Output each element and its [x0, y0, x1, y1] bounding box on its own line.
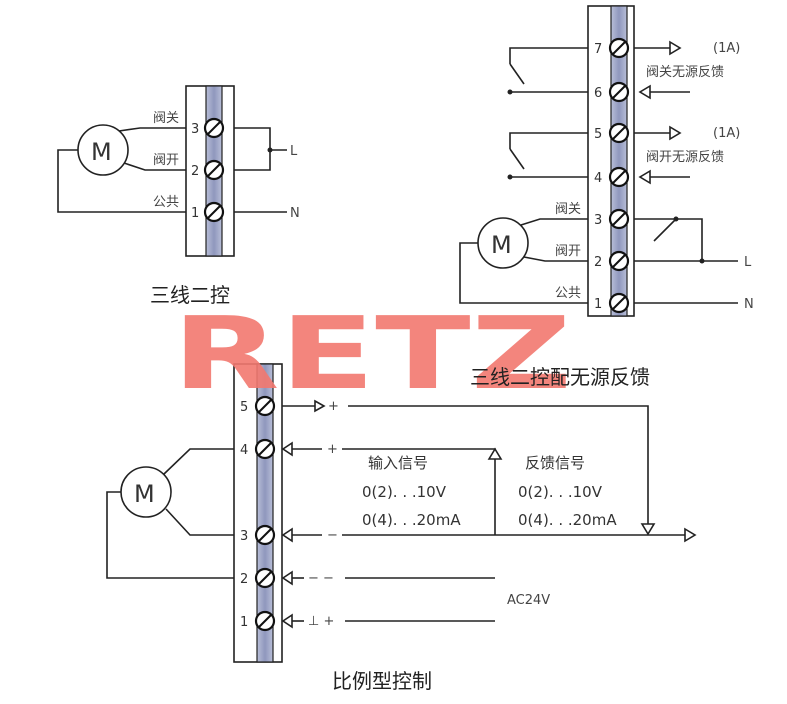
- terminal-screw-1: [203, 201, 225, 223]
- diagram-caption: 比例型控制: [332, 669, 432, 693]
- terminal-label-close: 阀关: [153, 111, 179, 126]
- terminal-num: 5: [240, 400, 248, 415]
- terminal-screw-6: [608, 81, 630, 103]
- terminal-num: 2: [594, 255, 602, 270]
- terminal-num: 4: [240, 443, 248, 458]
- terminal-sign: − −: [308, 571, 334, 586]
- terminal-screw-3: [203, 117, 225, 139]
- terminal-screw-5: [608, 122, 630, 144]
- feedback-signal-current: 0(4). . .20mA: [518, 511, 617, 529]
- terminal-sign: −: [327, 528, 338, 543]
- diagram-proportional-control: 5 4 3 2 1 M + + − − −: [106, 363, 697, 693]
- terminal-sign: ⊥ +: [308, 614, 334, 629]
- terminal-num: 1: [594, 297, 602, 312]
- terminal-num: 1: [240, 615, 248, 630]
- terminal-strip: [256, 363, 274, 663]
- terminal-num: 7: [594, 42, 602, 57]
- motor-label: M: [91, 138, 112, 166]
- input-signal-voltage: 0(2). . .10V: [362, 483, 447, 501]
- terminal-screw-3: [608, 208, 630, 230]
- diagram-three-wire-two-control: 3 2 1 阀关 阀开 公共 M L N 三线二控: [57, 85, 300, 307]
- terminal-screw-1: [608, 292, 630, 314]
- terminal-num: 3: [191, 122, 199, 137]
- terminal-num: 6: [594, 86, 602, 101]
- diagram-caption: 三线二控: [150, 283, 230, 307]
- line-label-N: N: [744, 297, 754, 312]
- terminal-screw-2: [203, 159, 225, 181]
- feedback-signal-voltage: 0(2). . .10V: [518, 483, 603, 501]
- terminal-num: 3: [240, 529, 248, 544]
- line-label-L: L: [290, 144, 298, 159]
- terminal-num: 5: [594, 127, 602, 142]
- watermark-logo: RETZ: [172, 295, 572, 412]
- input-signal-title: 输入信号: [368, 454, 428, 472]
- terminal-label-common: 公共: [153, 195, 179, 210]
- terminal-screw-4: [608, 166, 630, 188]
- motor-label: M: [134, 480, 155, 508]
- terminal-num: 2: [191, 164, 199, 179]
- terminal-num: 2: [240, 572, 248, 587]
- line-label-L: L: [744, 255, 752, 270]
- terminal-num: 4: [594, 171, 602, 186]
- feedback-rating: (1A): [713, 126, 740, 141]
- supply-label: AC24V: [507, 593, 550, 608]
- terminal-num: 1: [191, 206, 199, 221]
- terminal-sign: +: [328, 399, 339, 414]
- terminal-screw-3: [254, 524, 276, 546]
- terminal-label-common: 公共: [555, 286, 581, 301]
- terminal-label-open: 阀开: [153, 153, 179, 168]
- terminal-sign: +: [327, 442, 338, 457]
- terminal-label-close: 阀关: [555, 202, 581, 217]
- line-label-N: N: [290, 206, 300, 221]
- diagram-caption: 三线二控配无源反馈: [470, 365, 650, 389]
- terminal-label-open: 阀开: [555, 244, 581, 259]
- terminal-screw-2: [254, 567, 276, 589]
- terminal-screw-1: [254, 610, 276, 632]
- terminal-screw-4: [254, 438, 276, 460]
- feedback-rating: (1A): [713, 41, 740, 56]
- input-signal-current: 0(4). . .20mA: [362, 511, 461, 529]
- diagram-three-wire-two-control-passive-feedback: 7 6 5 4 3 2 1 阀关 阀开 公共 (1A) 阀关无源反馈 (1A) …: [459, 5, 754, 317]
- feedback-signal-title: 反馈信号: [525, 454, 585, 472]
- motor-label: M: [491, 231, 512, 259]
- terminal-num: 3: [594, 213, 602, 228]
- terminal-screw-5: [254, 395, 276, 417]
- terminal-screw-7: [608, 37, 630, 59]
- feedback-label-close: 阀关无源反馈: [646, 65, 724, 80]
- feedback-label-open: 阀开无源反馈: [646, 150, 724, 165]
- terminal-screw-2: [608, 250, 630, 272]
